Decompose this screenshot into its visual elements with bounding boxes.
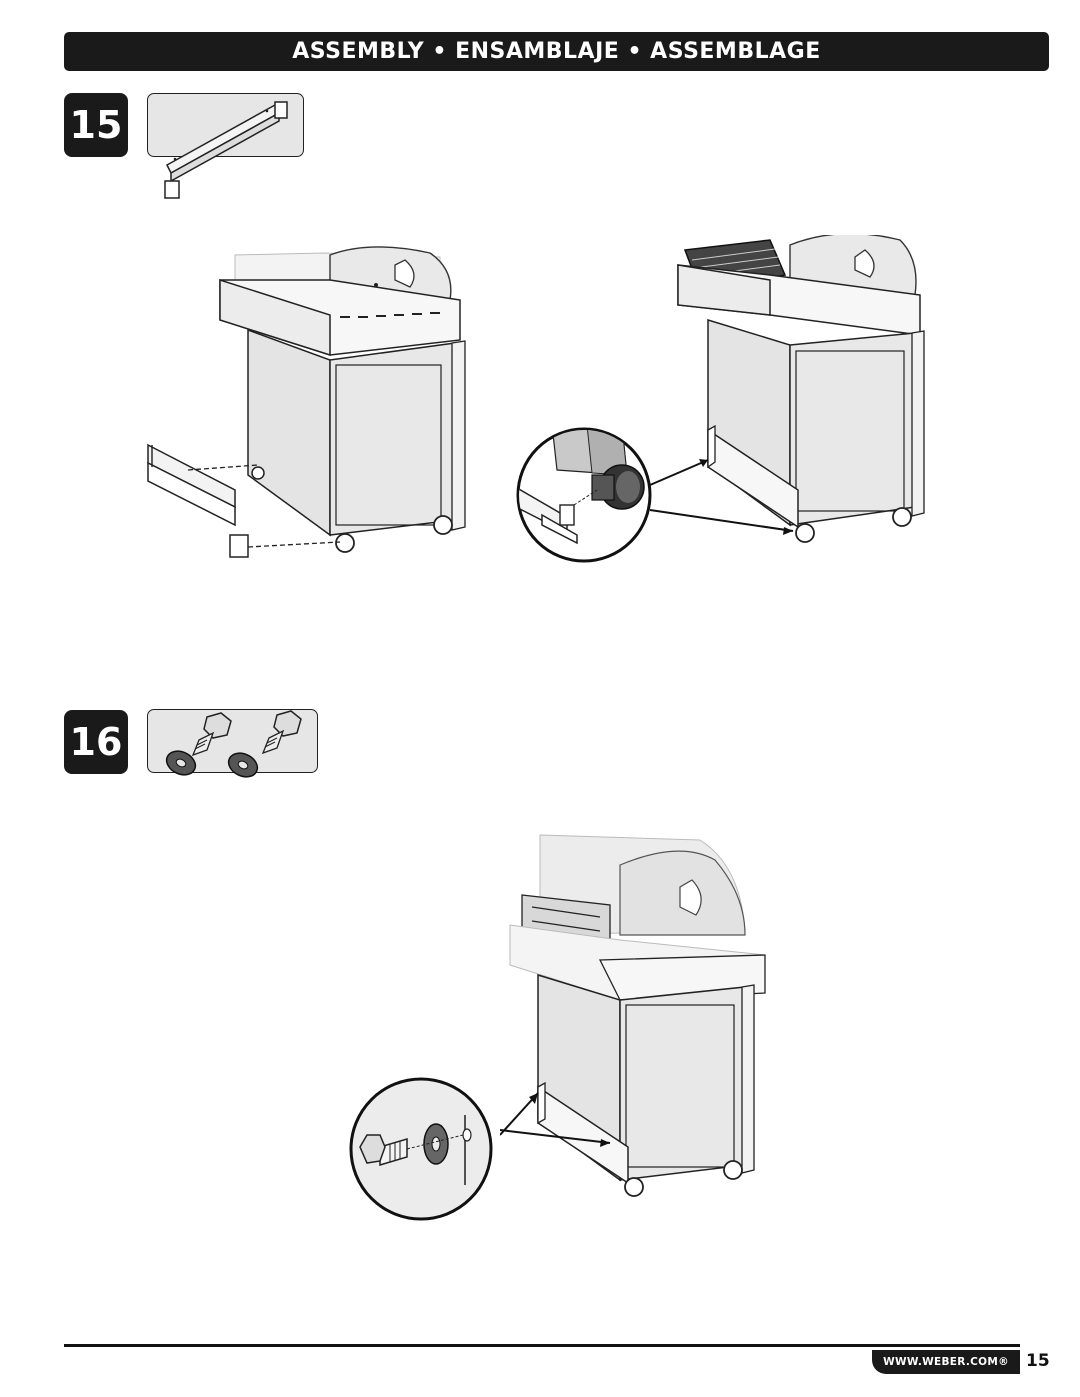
grill-rail-installed-illustration [500, 834, 766, 1197]
bolt-washer-pair-icon [165, 710, 302, 778]
step-16-badge: 16 [64, 710, 128, 774]
header-bar: ASSEMBLY • ENSAMBLAJE • ASSEMBLAGE [64, 32, 1049, 71]
step-15-badge: 15 [64, 93, 128, 157]
footer-url-tab: WWW.WEBER.COM® [872, 1350, 1020, 1374]
step-number: 16 [69, 720, 123, 764]
rail-bracket-icon [164, 101, 288, 199]
step-number: 15 [69, 103, 123, 147]
caster-detail-magnifier-icon [516, 427, 652, 563]
page-number: 15 [1026, 1351, 1050, 1371]
footer-url[interactable]: WWW.WEBER.COM® [883, 1356, 1009, 1368]
bolt-detail-magnifier-icon [349, 1077, 493, 1221]
footer-rule [64, 1344, 1020, 1347]
rail-alignment-illustration [147, 246, 466, 558]
rail-installed-illustration [649, 235, 925, 543]
page-title: ASSEMBLY • ENSAMBLAJE • ASSEMBLAGE [292, 39, 821, 64]
